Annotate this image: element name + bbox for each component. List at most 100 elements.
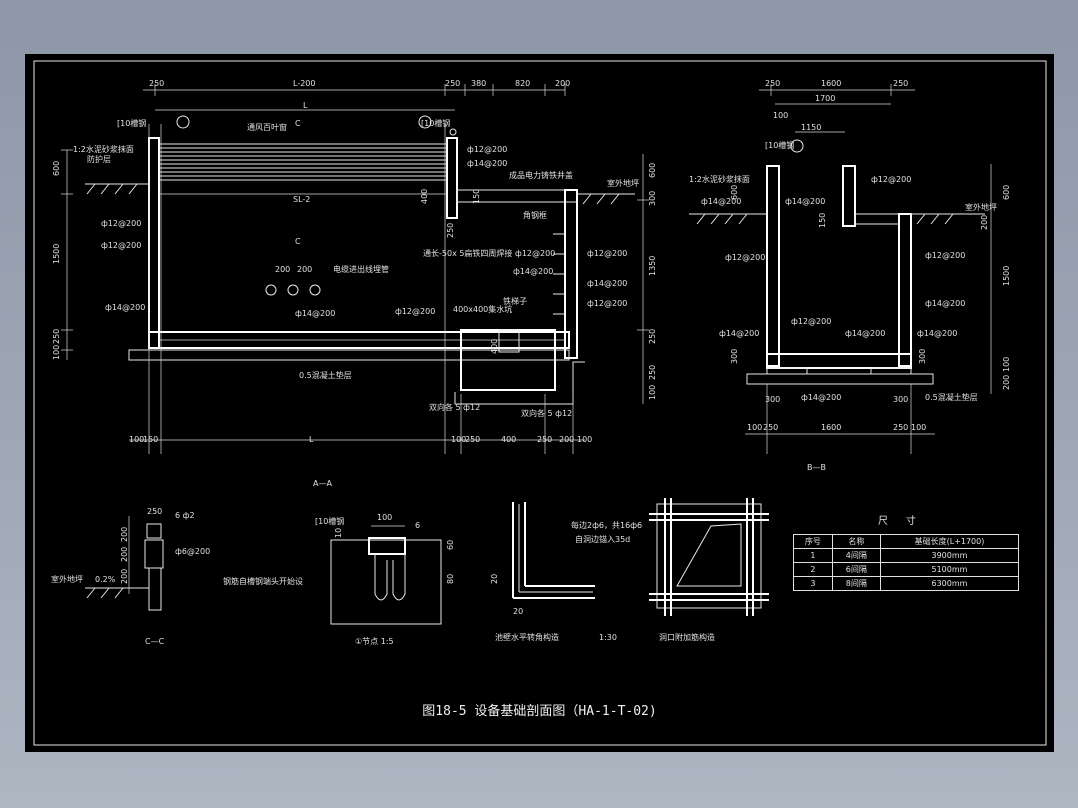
label-a-ladder: 铁梯子	[503, 296, 527, 306]
label-c-dim1: 200	[120, 547, 129, 562]
dim-a-left-0: 600	[52, 161, 61, 176]
label-b-rebar-b: ф14@200	[785, 197, 825, 206]
table-row: 3 8间隔 6300mm	[793, 576, 1020, 591]
size-table: 序号 名称 基础长度(L+1700) 1 4间隔 3900mm 2 6间隔 51…	[793, 534, 1020, 591]
label-n1-bar: 6	[415, 521, 420, 530]
label-n1-name: ①节点 1:5	[355, 637, 394, 646]
dim-a-left-1: 1500	[52, 244, 61, 264]
dim-a-mid-3: 400	[490, 339, 499, 354]
label-a-L: L	[303, 101, 308, 110]
dim-a-bot-3: 100	[451, 435, 466, 444]
table-cell: 4间隔	[831, 548, 881, 563]
dim-b-top-0: 250	[765, 79, 780, 88]
section-b-text: 250 1600 250 1700 100 1150 100 250 1600 …	[689, 79, 1011, 472]
dim-b-bot-2: 1600	[821, 423, 841, 432]
dim-a-right-0: 600	[648, 163, 657, 178]
label-b-outdoor: 室外地坪	[965, 202, 997, 212]
label-a-grate: 通风百叶窗	[247, 122, 287, 132]
label-n1-width: 100	[377, 513, 392, 522]
table-cell: 1	[793, 548, 833, 563]
label-a-rebar-f: ф12@200	[515, 249, 555, 258]
dim-b-left-2: 300	[730, 349, 739, 364]
label-b-rebar-j: ф14@200	[801, 393, 841, 402]
label-opening-note1: 每边2ф6，共16ф6	[571, 520, 642, 530]
label-b-rebar-h: ф14@200	[845, 329, 885, 338]
label-a-gravel: 0.5混凝土垫层	[299, 370, 352, 380]
detail-wall-corner: 20 20 池壁水平转角构造 1:30	[490, 502, 617, 642]
label-n1-dim1: 60	[446, 540, 455, 550]
table-cell: 2	[793, 562, 833, 577]
dim-b-top-3: 1700	[815, 94, 835, 103]
label-n1-dim2: 80	[446, 574, 455, 584]
label-a-rebar-h: ф14@200	[513, 267, 553, 276]
label-a-rebar-floor: ф14@200	[295, 309, 335, 318]
label-b-rebar-k: ф12@200	[791, 317, 831, 326]
label-a-channel-left: [10槽钢	[117, 118, 146, 128]
label-a-c2: C	[295, 237, 301, 246]
dim-b-left-0: 600	[730, 185, 739, 200]
dim-b-bot-0: 100	[747, 423, 762, 432]
dim-a-mid-0: 400	[420, 189, 429, 204]
dim-b-bot-1: 250	[763, 423, 778, 432]
dim-a-mid-2: 250	[446, 223, 455, 238]
label-a-mortar: 1:2水泥砂浆抹面	[73, 144, 134, 154]
table-cell: 3900mm	[879, 548, 1020, 563]
dim-a-top-4: 820	[515, 79, 530, 88]
dim-b-bot-3: 250	[893, 423, 908, 432]
dim-b-right-5: 200	[1002, 375, 1011, 390]
label-b-rebar-f: ф14@200	[925, 299, 965, 308]
dim-a-right-4: 250	[648, 365, 657, 380]
label-a-rebar-j: ф12@200	[587, 299, 627, 308]
label-a-double-a: 双向各 5 ф12	[429, 402, 480, 412]
label-a-grout: 防护层	[87, 154, 111, 164]
label-wall-name: 池壁水平转角构造	[495, 632, 559, 642]
dim-b-bot-4: 100	[911, 423, 926, 432]
label-a-rebar-d: ф12@200	[467, 145, 507, 154]
dim-a-bot-4: 250	[465, 435, 480, 444]
label-a-outdoor: 室外地坪	[607, 178, 639, 188]
dim-a-bot-5: 400	[501, 435, 516, 444]
dim-a-top-3: 380	[471, 79, 486, 88]
dim-a-right-1: 300	[648, 191, 657, 206]
label-b-rebar-d: ф12@200	[725, 253, 765, 262]
label-c-top: 250	[147, 507, 162, 516]
dim-b-bot-5: 300	[765, 395, 780, 404]
label-c-dim2: 200	[120, 569, 129, 584]
section-a-drawing	[61, 84, 649, 454]
table-cell: 6间隔	[831, 562, 881, 577]
table-row: 1 4间隔 3900mm	[793, 548, 1020, 563]
dim-b-top-4: 100	[773, 111, 788, 120]
label-a-double-b: 双向各 5 ф12	[521, 408, 572, 418]
dim-b-right-3: 300	[918, 349, 927, 364]
label-n1-dim0: 10	[334, 528, 343, 538]
label-c-name: C—C	[145, 637, 165, 646]
dim-a-left-3: 100	[52, 345, 61, 360]
label-a-cable-sp1: 200	[297, 265, 312, 274]
table-cell: 8间隔	[831, 576, 881, 591]
cad-drawing: 250 L-200 250 380 820 200 100 150 L 100 …	[33, 60, 1047, 746]
dim-a-mid-1: 150	[472, 189, 481, 204]
dim-b-bot-6: 300	[893, 395, 908, 404]
table-row: 2 6间隔 5100mm	[793, 562, 1020, 577]
dim-a-left-2: 250	[52, 329, 61, 344]
label-a-rebar-b: ф12@200	[101, 241, 141, 250]
dim-b-top-5: 1150	[801, 123, 821, 132]
detail-opening: 每边2ф6，共16ф6 自洞边锚入35d 洞口附加筋构造	[571, 498, 769, 642]
dim-b-right-1: 200	[980, 215, 989, 230]
dim-a-bot-8: 100	[577, 435, 592, 444]
label-opening-name: 洞口附加筋构造	[659, 632, 715, 642]
label-a-equip: 成品电力铸铁井盖	[509, 170, 573, 180]
table-cell: 5100mm	[879, 562, 1020, 577]
label-a-rebar-e: ф14@200	[467, 159, 507, 168]
label-a-channel-right: [10槽钢	[421, 118, 450, 128]
dim-a-bot-2: L	[309, 435, 314, 444]
table-cell: 6300mm	[879, 576, 1020, 591]
label-a-angle2: 通长-50x 5扁铁四周焊接	[423, 248, 512, 258]
label-b-mortar: 1:2水泥砂浆抹面	[689, 174, 750, 184]
label-a-rebar-k: ф12@200	[395, 307, 435, 316]
dim-b-left-1: 1500	[1002, 266, 1011, 286]
dim-a-bot-6: 250	[537, 435, 552, 444]
label-c-outdoor: 室外地坪	[51, 574, 83, 584]
size-table-header: 序号 名称 基础长度(L+1700)	[793, 534, 1020, 549]
dim-b-right-4: 100	[1002, 357, 1011, 372]
